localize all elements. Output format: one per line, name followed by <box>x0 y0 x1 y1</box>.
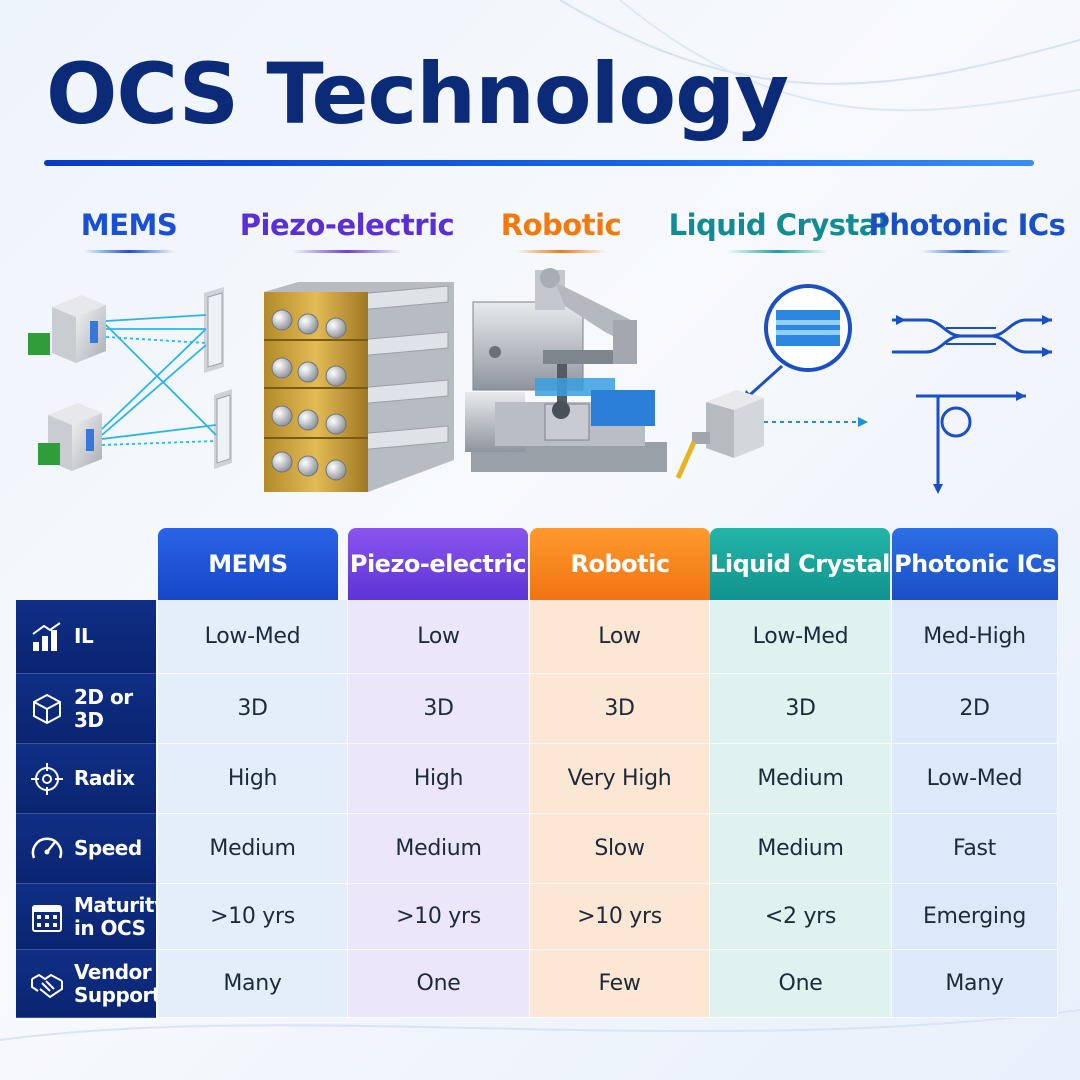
row-label-line: in OCS <box>74 915 146 940</box>
table-cell: Low <box>530 600 710 674</box>
tech-underline-mems <box>84 250 174 253</box>
row-label-text: Speed <box>74 836 142 860</box>
handshake-icon <box>30 967 64 1001</box>
table-cell: 3D <box>710 674 892 744</box>
tech-label-liquid-crystal: Liquid Crystal <box>668 208 888 242</box>
table-cell: Low <box>348 600 530 674</box>
row-label-2d-or-3d: 2D or 3D <box>16 674 156 744</box>
tech-label-piezo: Piezo-electric <box>239 208 455 242</box>
table-cell: High <box>348 744 530 814</box>
row-label-speed: Speed <box>16 814 156 884</box>
table-cell: 3D <box>158 674 348 744</box>
tech-label-mems: MEMS <box>80 208 178 242</box>
table-cell: Medium <box>710 744 892 814</box>
table-cell: Medium <box>158 814 348 884</box>
table-cell: Low-Med <box>158 600 348 674</box>
tech-underline-photonic <box>922 250 1012 253</box>
table-cell: >10 yrs <box>530 884 710 950</box>
row-label-text: Radix <box>74 766 135 790</box>
cube-icon <box>30 692 64 726</box>
table-header-mems: MEMS <box>158 528 338 600</box>
table-cell: Emerging <box>892 884 1058 950</box>
tech-underline-piezo <box>292 250 402 253</box>
table-cell: One <box>348 950 530 1018</box>
table-cell: Low-Med <box>710 600 892 674</box>
table-header-robotic: Robotic <box>530 528 710 600</box>
crosshair-icon <box>30 762 64 796</box>
table-cell: 2D <box>892 674 1058 744</box>
table-header-photonic: Photonic ICs <box>892 528 1058 600</box>
table-cell: Many <box>892 950 1058 1018</box>
page-title: OCS Technology <box>46 45 789 143</box>
table-cell: Med-High <box>892 600 1058 674</box>
tech-underline-liquid-crystal <box>728 250 828 253</box>
liquid-crystal-illustration <box>675 284 868 480</box>
table-cell: Low-Med <box>892 744 1058 814</box>
table-header-liquid-crystal: Liquid Crystal <box>710 528 890 600</box>
table-cell: Very High <box>530 744 710 814</box>
row-label-line: Maturity <box>74 892 167 917</box>
row-label-line: Support <box>74 982 161 1007</box>
table-cell: Slow <box>530 814 710 884</box>
tech-label-robotic: Robotic <box>500 208 622 242</box>
table-cell: Many <box>158 950 348 1018</box>
table-cell: One <box>710 950 892 1018</box>
table-cell: >10 yrs <box>348 884 530 950</box>
row-label-radix: Radix <box>16 744 156 814</box>
mems-illustration <box>28 287 232 471</box>
table-cell: Few <box>530 950 710 1018</box>
calendar-icon <box>30 900 64 934</box>
table-cell: 3D <box>530 674 710 744</box>
bar-chart-icon <box>30 620 64 654</box>
title-divider <box>44 160 1034 166</box>
row-label-line: Vendor <box>74 959 152 984</box>
tech-label-photonic: Photonic ICs <box>868 208 1066 242</box>
row-label-il: IL <box>16 600 156 674</box>
table-cell: 3D <box>348 674 530 744</box>
table-cell: Medium <box>710 814 892 884</box>
row-label-text: 2D or 3D <box>74 684 133 732</box>
piezo-illustration <box>264 282 454 492</box>
robotic-illustration <box>465 268 667 472</box>
table-cell: <2 yrs <box>710 884 892 950</box>
comparison-table: MEMS Piezo-electric Robotic Liquid Cryst… <box>16 528 1060 1018</box>
table-cell: Medium <box>348 814 530 884</box>
photonic-illustration <box>892 315 1052 494</box>
table-cell: Fast <box>892 814 1058 884</box>
row-label-text: IL <box>74 624 94 648</box>
table-cell: High <box>158 744 348 814</box>
tech-underline-robotic <box>516 250 606 253</box>
table-cell: >10 yrs <box>158 884 348 950</box>
table-header-piezo: Piezo-electric <box>348 528 528 600</box>
speedometer-icon <box>30 832 64 866</box>
